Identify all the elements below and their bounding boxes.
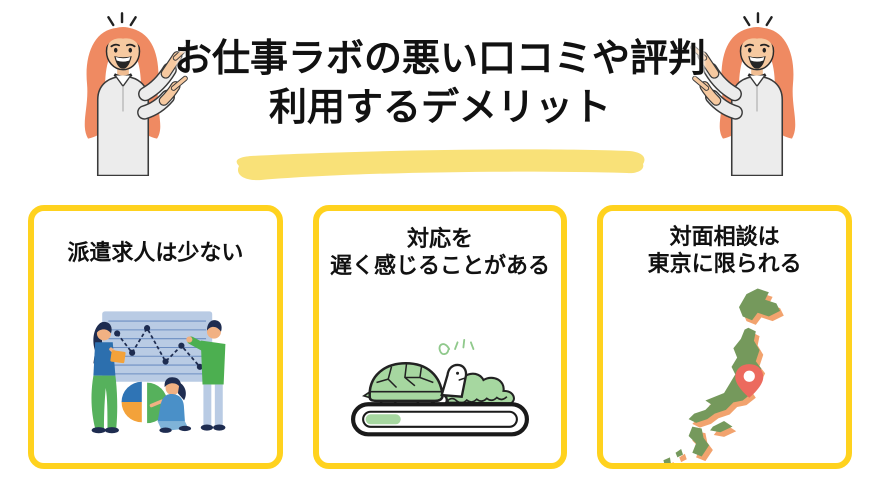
japan-map-illustration: [663, 288, 784, 463]
pointing-arm-lower: [137, 75, 188, 120]
card-3-illustration-area: [603, 279, 846, 463]
demerit-cards: 派遣求人は少ない: [28, 205, 853, 469]
card-2-title: 対応を 遅く感じることがある: [330, 225, 550, 283]
location-pin-icon: [734, 363, 763, 398]
card-3-title-line-1: 対面相談は: [669, 225, 780, 250]
motion-marks-icon: [438, 338, 475, 356]
card-3-title-line-2: 東京に限られる: [647, 251, 802, 277]
standing-man-figure: [186, 320, 226, 431]
card-tokyo-only: 対面相談は 東京に限られる: [597, 205, 853, 469]
slow-turtle-illustration: [350, 338, 530, 437]
standing-woman-figure: [91, 321, 126, 434]
title-line-1: お仕事ラボの悪い口コミや評判: [173, 36, 706, 80]
title-line-2: 利用するデメリット: [268, 84, 611, 129]
progress-bar-icon: [350, 402, 530, 437]
page-title: お仕事ラボの悪い口コミや評判 利用するデメリット: [0, 34, 880, 131]
card-3-title: 対面相談は 東京に限られる: [648, 225, 802, 279]
pointing-arm-upper: [138, 44, 190, 102]
line-chart-icon: [114, 325, 204, 370]
card-dispatch-jobs-few: 派遣求人は少ない: [28, 205, 283, 469]
card-2-title-line-2: 遅く感じることがある: [330, 254, 551, 279]
card-1-title-line-1: 派遣求人は少ない: [67, 240, 244, 266]
card-2-illustration-area: [319, 283, 562, 463]
card-1-illustration-area: [34, 283, 277, 463]
pointing-woman-left-illustration: [84, 12, 190, 176]
kneeling-woman-figure: [150, 377, 192, 433]
excitement-marks-icon: [107, 12, 137, 27]
title-highlight-stroke: [236, 149, 645, 181]
map-shadow: [666, 292, 784, 463]
pointing-woman-right-illustration: [690, 12, 796, 176]
card-slow-response: 対応を 遅く感じることがある: [312, 205, 568, 469]
card-1-title: 派遣求人は少ない: [67, 225, 243, 283]
team-chart-illustration: [91, 311, 226, 434]
card-2-title-line-1: 対応を: [407, 227, 474, 253]
